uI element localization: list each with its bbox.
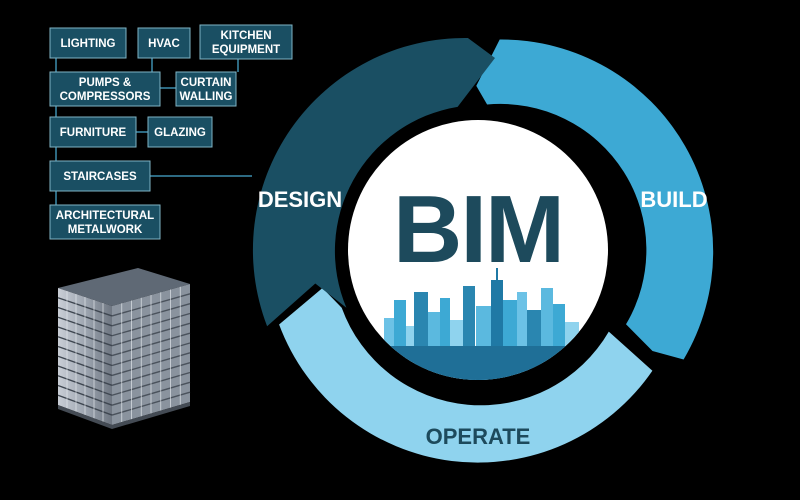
bim-lifecycle-wheel: BIM DESIGN BUILD OPERATE xyxy=(252,37,714,463)
svg-text:METALWORK: METALWORK xyxy=(68,224,143,236)
component-box-hvac: HVAC xyxy=(137,27,191,59)
building-illustration xyxy=(57,268,191,429)
svg-text:EQUIPMENT: EQUIPMENT xyxy=(212,44,280,56)
svg-text:STAIRCASES: STAIRCASES xyxy=(63,171,137,183)
component-box-pumps-compressors: PUMPS & COMPRESSORS xyxy=(49,71,161,107)
component-box-furniture: FURNITURE xyxy=(49,116,137,148)
svg-text:WALLING: WALLING xyxy=(179,91,232,103)
component-box-architectural-metalwork: ARCHITECTURAL METALWORK xyxy=(49,204,161,240)
svg-text:GLAZING: GLAZING xyxy=(154,127,206,139)
svg-text:ARCHITECTURAL: ARCHITECTURAL xyxy=(56,210,154,222)
svg-text:FURNITURE: FURNITURE xyxy=(60,127,127,139)
component-box-lighting: LIGHTING xyxy=(49,27,127,59)
phase-label-operate: OPERATE xyxy=(426,424,531,449)
build-segment xyxy=(476,39,714,360)
component-box-curtain-walling: CURTAIN WALLING xyxy=(175,71,237,107)
svg-text:HVAC: HVAC xyxy=(148,38,180,50)
svg-text:CURTAIN: CURTAIN xyxy=(181,77,232,89)
component-boxes: LIGHTING HVAC KITCHEN EQUIPMENT PUMPS & … xyxy=(49,24,293,240)
bim-center-label: BIM xyxy=(393,176,563,283)
component-box-kitchen-equipment: KITCHEN EQUIPMENT xyxy=(199,24,293,60)
phase-label-design: DESIGN xyxy=(258,187,342,212)
svg-text:KITCHEN: KITCHEN xyxy=(220,30,271,42)
svg-text:PUMPS &: PUMPS & xyxy=(79,77,131,89)
component-box-staircases: STAIRCASES xyxy=(49,160,151,192)
svg-text:COMPRESSORS: COMPRESSORS xyxy=(60,91,151,103)
phase-label-build: BUILD xyxy=(640,187,707,212)
operate-segment xyxy=(279,288,653,463)
svg-text:LIGHTING: LIGHTING xyxy=(61,38,116,50)
design-segment xyxy=(252,37,495,327)
component-box-glazing: GLAZING xyxy=(147,116,213,148)
